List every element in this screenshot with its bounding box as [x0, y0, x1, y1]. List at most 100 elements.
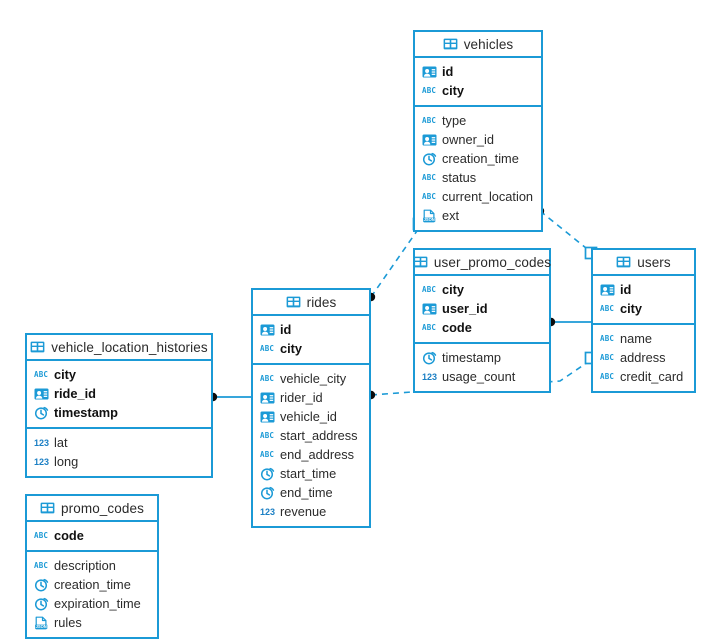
id-card-icon [422, 65, 437, 79]
column-row[interactable]: user_id [415, 299, 549, 318]
clock-icon [422, 152, 437, 166]
json-icon: JSON [422, 209, 437, 223]
column-name: credit_card [620, 369, 684, 384]
table-title: rides [306, 294, 337, 310]
table-header-rides[interactable]: rides [253, 290, 369, 316]
column-name: rules [54, 615, 82, 630]
column-row[interactable]: rider_id [253, 388, 369, 407]
table-grid-icon [40, 502, 55, 514]
table-header-users[interactable]: users [593, 250, 694, 276]
column-row[interactable]: id [415, 62, 541, 81]
column-name: start_time [280, 466, 337, 481]
abc-icon: ABC [600, 352, 615, 362]
column-name: rider_id [280, 390, 323, 405]
table-header-promo_codes[interactable]: promo_codes [27, 496, 157, 522]
column-name: timestamp [442, 350, 502, 365]
column-row[interactable]: id [253, 320, 369, 339]
column-name: city [442, 83, 465, 98]
abc-icon: ABC [260, 449, 275, 459]
table-title: vehicle_location_histories [51, 339, 208, 355]
column-name: type [442, 113, 467, 128]
table-title: users [637, 254, 671, 270]
abc-icon: ABC [600, 333, 615, 343]
abc-icon: ABC [260, 373, 275, 383]
table-grid-icon [443, 38, 458, 50]
column-name: creation_time [54, 577, 131, 592]
column-row[interactable]: timestamp [415, 348, 549, 367]
column-row[interactable]: JSON rules [27, 613, 157, 632]
column-name: vehicle_city [280, 371, 347, 386]
column-row[interactable]: creation_time [415, 149, 541, 168]
column-name: name [620, 331, 653, 346]
table-header-vehicle_location_histories[interactable]: vehicle_location_histories [27, 335, 211, 361]
relationship-upc-to-users[interactable] [546, 317, 591, 327]
relationship-vlh-to-rides[interactable] [208, 392, 251, 402]
table-header-user_promo_codes[interactable]: user_promo_codes [413, 250, 552, 276]
column-row[interactable]: id [593, 280, 694, 299]
column-row[interactable]: end_time [253, 483, 369, 502]
table-header-vehicles[interactable]: vehicles [415, 32, 541, 58]
abc-icon: ABC [422, 115, 437, 125]
column-name: lat [54, 435, 68, 450]
column-name: usage_count [442, 369, 516, 384]
id-card-icon [260, 391, 275, 405]
column-name: id [620, 282, 632, 297]
column-row[interactable]: owner_id [415, 130, 541, 149]
table-title: user_promo_codes [433, 254, 552, 270]
abc-icon: ABC [260, 343, 275, 353]
json-icon: JSON [34, 616, 49, 630]
column-row[interactable]: vehicle_id [253, 407, 369, 426]
column-row[interactable]: expiration_time [27, 594, 157, 613]
column-row[interactable]: start_time [253, 464, 369, 483]
column-name: ride_id [54, 386, 96, 401]
column-row[interactable]: ABC type [415, 111, 541, 130]
column-name: city [54, 367, 77, 382]
abc-icon: ABC [260, 430, 275, 440]
table-title: vehicles [463, 36, 514, 52]
column-row[interactable]: ride_id [27, 384, 211, 403]
column-row[interactable]: ABC end_address [253, 445, 369, 464]
column-row[interactable]: timestamp [27, 403, 211, 422]
column-row[interactable]: ABC vehicle_city [253, 369, 369, 388]
abc-icon: ABC [422, 322, 437, 332]
id-card-icon [260, 410, 275, 424]
num-icon: 123 [260, 506, 276, 517]
id-card-icon [422, 133, 437, 147]
column-row[interactable]: creation_time [27, 575, 157, 594]
relationship-line [370, 359, 592, 396]
column-name: user_id [442, 301, 488, 316]
abc-icon: ABC [422, 191, 437, 201]
column-row[interactable]: ABC name [593, 329, 694, 348]
column-name: end_address [280, 447, 354, 462]
